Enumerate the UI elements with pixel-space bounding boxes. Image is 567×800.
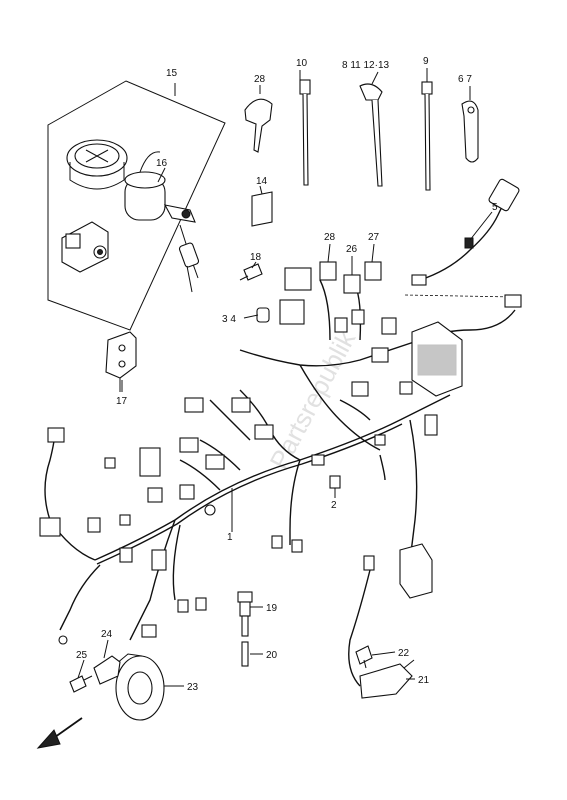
callout-28-top: 28	[254, 74, 266, 85]
reference-line	[404, 294, 516, 298]
clamp-tie-part-8-13	[359, 83, 383, 187]
callout-18: 18	[250, 252, 262, 263]
bracket-part-17	[105, 331, 137, 392]
leader-lines	[77, 68, 493, 687]
switch-part-19	[237, 591, 253, 637]
ignition-switch	[124, 151, 200, 293]
callout-21: 21	[418, 675, 430, 686]
callout-25: 25	[76, 650, 88, 661]
callout-labels: 15 16 28 10 8 11 12·13 9 6 7 14 18 3 4 2…	[76, 56, 498, 693]
part-20	[241, 641, 249, 667]
callout-16: 16	[156, 158, 168, 169]
callout-27: 27	[368, 232, 380, 243]
callout-22: 22	[398, 648, 410, 659]
callout-26: 26	[346, 244, 358, 255]
cable-tie-part-9	[421, 81, 433, 191]
callout-17: 17	[116, 396, 128, 407]
cable-tie-part-10	[299, 79, 311, 186]
callout-8-13: 8 11 12·13	[342, 60, 390, 71]
callout-15: 15	[166, 68, 178, 79]
clamp-part-6-7	[461, 100, 479, 163]
ignition-switch-box	[47, 80, 226, 331]
bolt-part-25	[69, 675, 93, 693]
sub-harness-part-5	[411, 178, 520, 286]
callout-3-4: 3 4	[222, 314, 236, 325]
sensor-part-21	[348, 569, 415, 699]
cap-part-3-4	[256, 307, 270, 323]
clip-part-28-top	[244, 85, 273, 153]
callout-24: 24	[101, 629, 113, 640]
steering-lock	[61, 221, 109, 273]
callout-19: 19	[266, 603, 278, 614]
ecu-connector-block	[411, 294, 522, 436]
bracket-part-24	[93, 655, 121, 685]
connector-lower-right	[363, 543, 433, 599]
callout-1: 1	[227, 532, 233, 543]
callout-9: 9	[423, 56, 429, 67]
screw-part-22	[355, 645, 373, 669]
callout-14: 14	[256, 176, 268, 187]
callout-20: 20	[266, 650, 278, 661]
fuel-cap-lid	[66, 139, 128, 190]
callout-10: 10	[296, 58, 308, 69]
arrow-down-left-icon	[36, 717, 83, 749]
screw-part-18	[239, 263, 263, 281]
watermark: Partsrepublik	[264, 325, 362, 474]
connector-cluster-top	[279, 261, 413, 397]
callout-6-7: 6 7	[458, 74, 472, 85]
horn-part-23	[115, 653, 165, 721]
callout-28-mid: 28	[324, 232, 336, 243]
callout-5: 5	[492, 202, 498, 213]
connector-part-2	[329, 475, 341, 489]
connector-cluster-left	[39, 397, 303, 645]
callout-2: 2	[331, 500, 337, 511]
pad-part-14	[251, 191, 273, 227]
callout-23: 23	[187, 682, 199, 693]
